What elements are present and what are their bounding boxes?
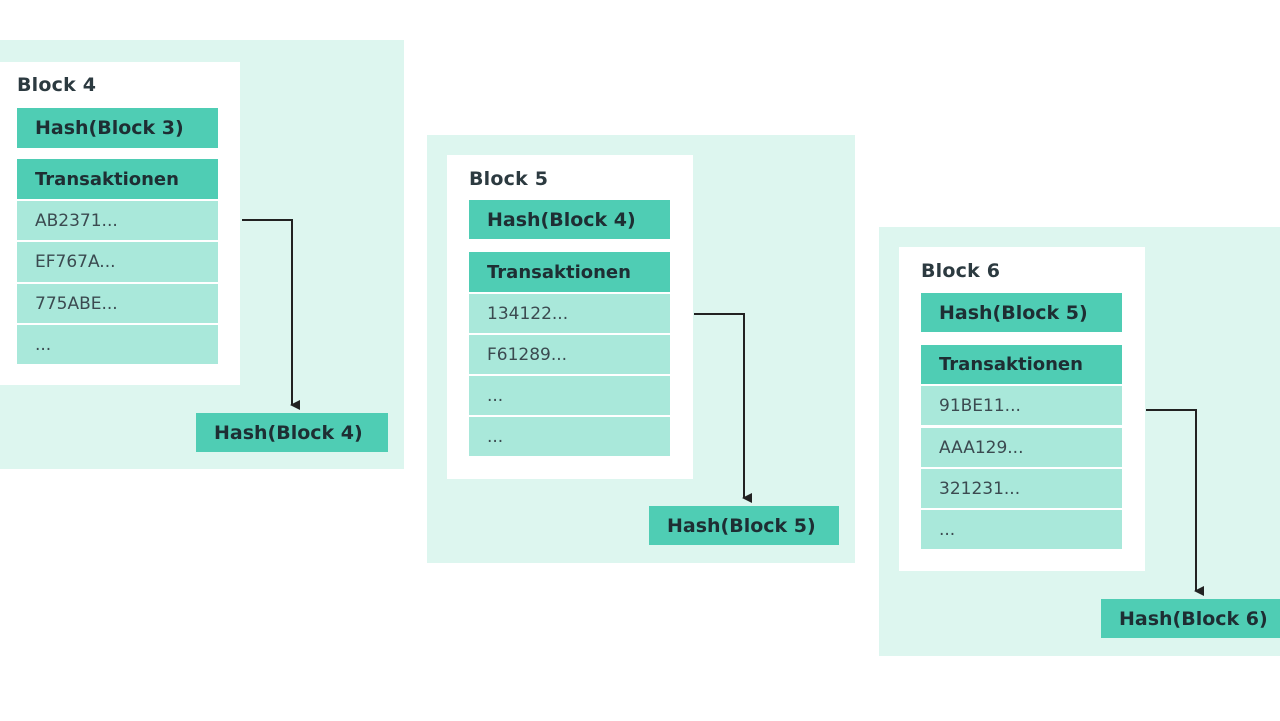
- block-5-tx-header: Transaktionen: [469, 252, 670, 292]
- block-5-tx-row: ...: [469, 417, 670, 456]
- block-6-prev-hash: Hash(Block 5): [921, 293, 1122, 332]
- block-4-title: Block 4: [17, 74, 97, 96]
- block-4-prev-hash: Hash(Block 3): [17, 108, 218, 148]
- block-4-tx-header: Transaktionen: [17, 159, 218, 199]
- block-6-title: Block 6: [921, 260, 1001, 282]
- block-4-tx-row: AB2371...: [17, 201, 218, 240]
- block-5-tx-row: F61289...: [469, 335, 670, 374]
- block-4-tx-row: 775ABE...: [17, 284, 218, 323]
- block-5-title: Block 5: [469, 168, 549, 190]
- block-5-tx-row: ...: [469, 376, 670, 415]
- block-5-prev-hash: Hash(Block 4): [469, 200, 670, 239]
- block-6-tx-row: 321231...: [921, 469, 1122, 508]
- block-6-tx-row: AAA129...: [921, 428, 1122, 467]
- block-4-out-hash: Hash(Block 4): [196, 413, 388, 452]
- block-4-tx-row: ...: [17, 325, 218, 364]
- block-6-tx-header: Transaktionen: [921, 345, 1122, 384]
- block-6-out-hash: Hash(Block 6): [1101, 599, 1280, 638]
- block-6-tx-row: ...: [921, 510, 1122, 549]
- block-6-tx-row: 91BE11...: [921, 386, 1122, 425]
- block-5-tx-row: 134122...: [469, 294, 670, 333]
- block-4-tx-row: EF767A...: [17, 242, 218, 282]
- block-5-out-hash: Hash(Block 5): [649, 506, 839, 545]
